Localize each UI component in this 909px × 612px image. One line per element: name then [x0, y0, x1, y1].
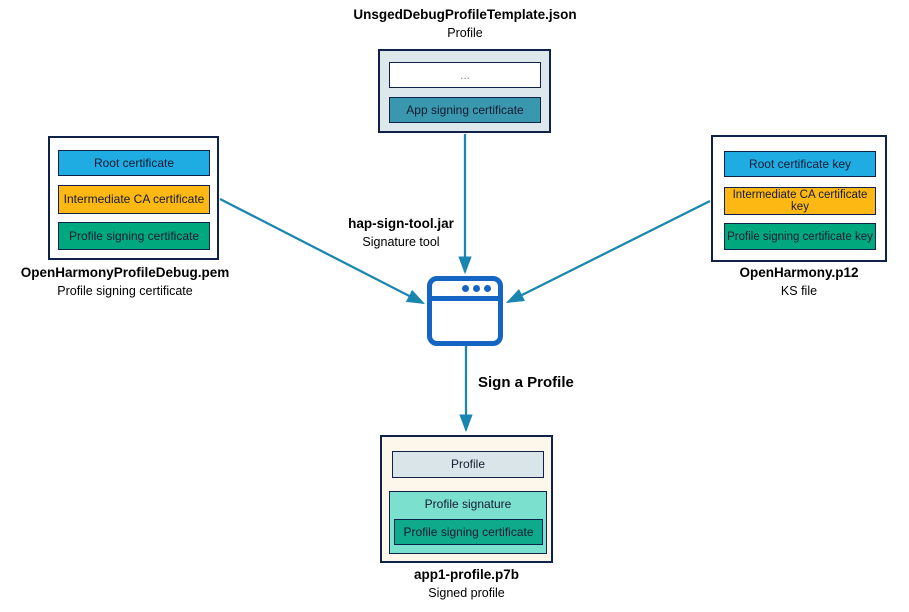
intermediate-ca-certificate-key-chip: Intermediate CA certificate key [724, 187, 876, 215]
action-label: Sign a Profile [478, 374, 574, 391]
template-description: Profile [447, 26, 483, 40]
root-certificate-chip: Root certificate [58, 150, 210, 176]
browser-window-icon [427, 276, 503, 346]
tool-description: Signature tool [362, 235, 440, 249]
keystore-description: KS file [780, 284, 818, 298]
output-signing-certificate-chip: Profile signing certificate [394, 519, 543, 545]
profile-signing-certificate-chip: Profile signing certificate [58, 222, 210, 250]
template-group-box: ... App signing certificate [378, 49, 551, 133]
output-file-label: app1-profile.p7b Signed profile [380, 566, 553, 602]
keystore-file-label: OpenHarmony.p12 KS file [711, 264, 887, 300]
root-certificate-key-chip: Root certificate key [724, 151, 876, 177]
keystore-group-box: Root certificate key Intermediate CA cer… [711, 135, 887, 262]
keystore-filename: OpenHarmony.p12 [739, 265, 859, 280]
browser-window-titlebar [432, 281, 498, 301]
output-description: Signed profile [428, 586, 505, 600]
window-dot-icon [484, 285, 491, 292]
arrow-keystore-to-tool [505, 199, 711, 304]
tool-filename: hap-sign-tool.jar [348, 216, 454, 231]
window-dot-icon [473, 285, 480, 292]
template-filename: UnsgedDebugProfileTemplate.json [353, 7, 577, 22]
tool-file-label: hap-sign-tool.jar Signature tool [330, 215, 472, 251]
profile-signing-certificate-key-chip: Profile signing certificate key [724, 223, 876, 250]
ellipsis-chip: ... [389, 62, 541, 88]
cert-description: Profile signing certificate [57, 284, 193, 298]
template-file-label: UnsgedDebugProfileTemplate.json Profile [330, 6, 600, 42]
cert-filename: OpenHarmonyProfileDebug.pem [20, 265, 230, 280]
app-signing-certificate-chip: App signing certificate [389, 97, 541, 123]
profile-chip: Profile [392, 451, 544, 478]
window-dot-icon [462, 285, 469, 292]
output-group-box: Profile Profile signature Profile signin… [380, 435, 553, 563]
output-filename: app1-profile.p7b [413, 567, 519, 582]
intermediate-ca-certificate-chip: Intermediate CA certificate [58, 185, 210, 214]
cert-file-label: OpenHarmonyProfileDebug.pem Profile sign… [5, 264, 245, 300]
profile-signature-label: Profile signature [424, 497, 512, 511]
cert-group-box: Root certificate Intermediate CA certifi… [48, 136, 219, 260]
